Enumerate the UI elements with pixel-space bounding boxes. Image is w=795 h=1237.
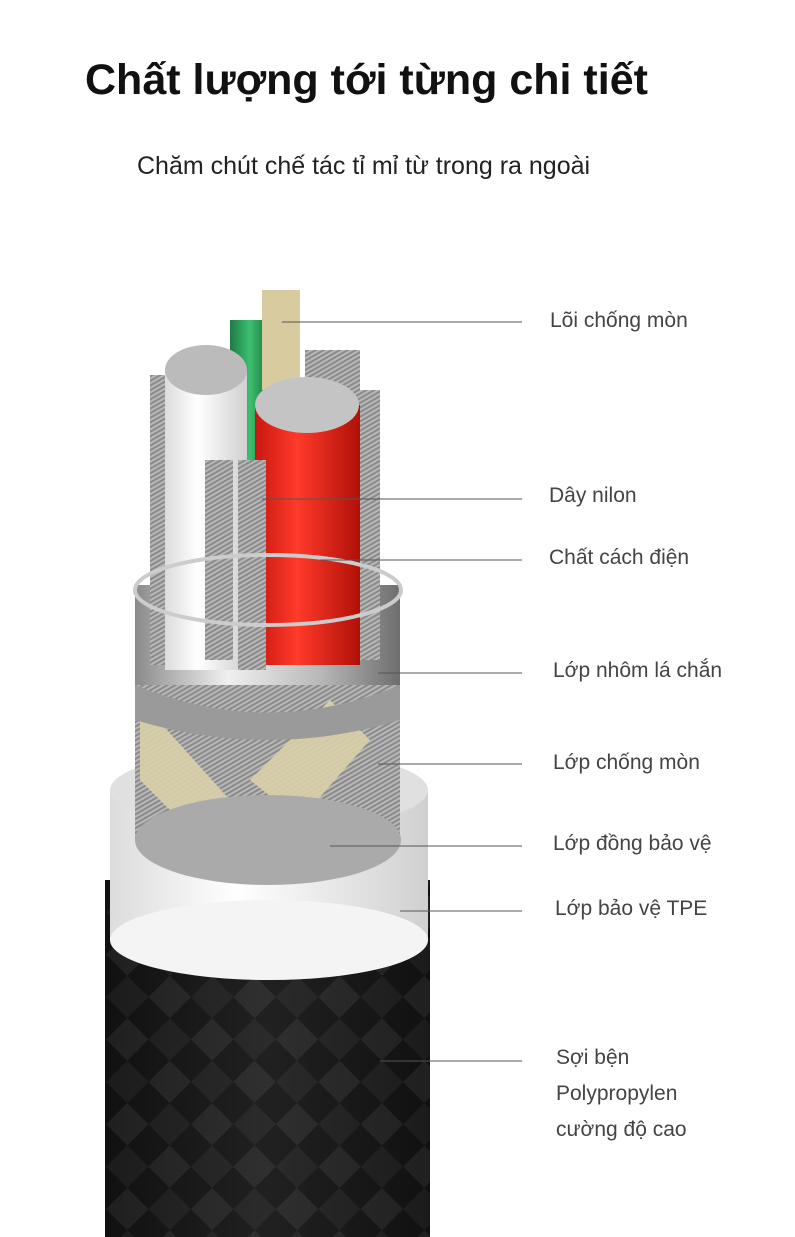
label-copper-layer: Lớp đồng bảo vệ xyxy=(553,832,712,855)
page-subtitle: Chăm chút chế tác tỉ mỉ từ trong ra ngoà… xyxy=(137,152,591,180)
label-polypropylen-braid: Sợi bện Polypropylen cường độ cao xyxy=(556,1040,687,1148)
label-insulation: Chất cách điện xyxy=(549,546,690,569)
label-line: cường độ cao xyxy=(556,1118,687,1141)
label-tpe-layer: Lớp bảo vệ TPE xyxy=(555,897,708,920)
leader-lines xyxy=(262,321,522,1062)
label-anti-wear-layer: Lớp chống mòn xyxy=(553,751,700,774)
label-nylon-wire: Dây nilon xyxy=(549,484,637,507)
page-title: Chất lượng tới từng chi tiết xyxy=(85,56,648,104)
label-aluminum-shield: Lớp nhôm lá chắn xyxy=(553,659,723,682)
label-line: Polypropylen xyxy=(556,1082,678,1105)
label-core: Lõi chống mòn xyxy=(550,309,688,332)
label-line: Sợi bện xyxy=(556,1046,630,1069)
